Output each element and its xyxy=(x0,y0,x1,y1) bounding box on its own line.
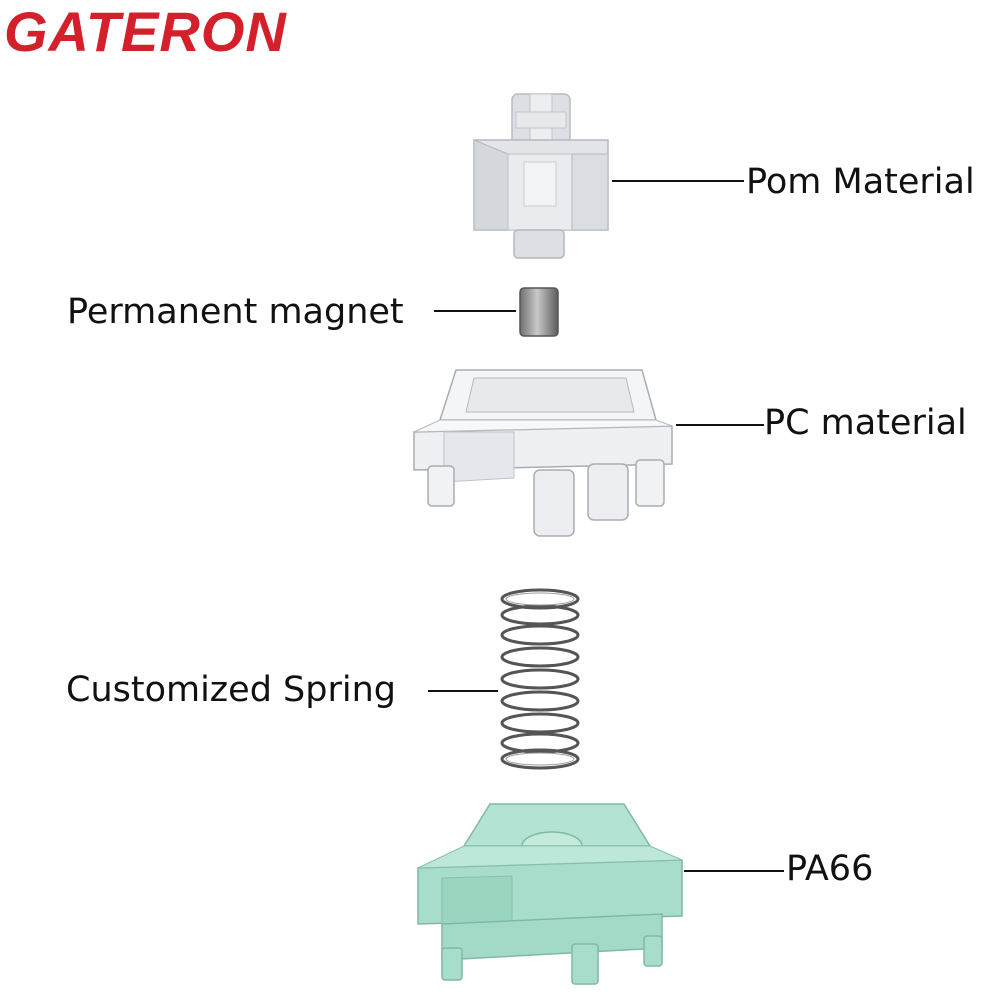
spring-illustration xyxy=(500,588,580,770)
housing-material-label: PC material xyxy=(764,403,967,443)
base-leader-line xyxy=(684,870,784,872)
spring-leader-line xyxy=(428,690,498,692)
stem-material-label: Pom Material xyxy=(746,162,975,202)
stem-illustration xyxy=(473,93,609,259)
base-material-label: PA66 xyxy=(786,849,874,889)
magnet-label: Permanent magnet xyxy=(67,292,404,332)
spring-label: Customized Spring xyxy=(66,670,397,710)
housing-illustration xyxy=(413,369,673,537)
housing-leader-line xyxy=(676,424,764,426)
stem-leader-line xyxy=(612,180,744,182)
magnet-illustration xyxy=(519,287,559,337)
brand-logo: GATERON xyxy=(4,0,287,63)
base-illustration xyxy=(417,803,683,985)
magnet-leader-line xyxy=(434,310,516,312)
